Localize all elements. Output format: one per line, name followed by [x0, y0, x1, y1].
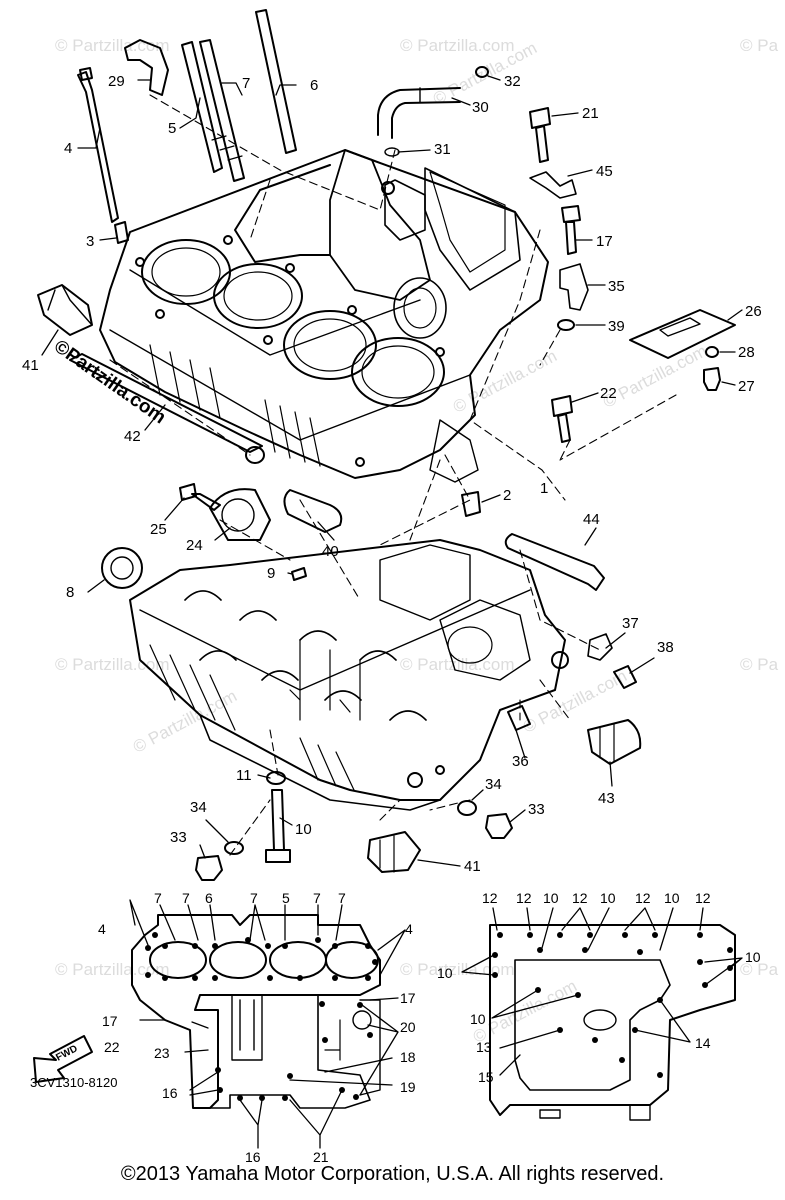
upper-crankcase — [99, 149, 549, 483]
part-label: 5 — [168, 120, 176, 137]
part-label: 7 — [154, 890, 162, 906]
part-label: 21 — [582, 105, 599, 122]
part-label: 21 — [313, 1149, 329, 1165]
part-labels: 1 2 3 4 5 6 7 8 9 10 11 34 33 41 34 33 3… — [22, 73, 762, 1165]
upper-case-top-view — [131, 914, 381, 1109]
part-label: 28 — [738, 344, 755, 361]
part-label: 1 — [540, 480, 548, 497]
part-label: 12 — [482, 890, 498, 906]
part-label: 30 — [472, 99, 489, 116]
part-label: 4 — [405, 921, 413, 937]
part-label: 34 — [485, 776, 502, 793]
copyright-notice: ©2013 Yamaha Motor Corporation, U.S.A. A… — [120, 1163, 665, 1185]
part-label: 17 — [102, 1013, 118, 1029]
part-label: 35 — [608, 278, 625, 295]
part-label: 45 — [596, 163, 613, 180]
part-label: 41 — [22, 357, 39, 374]
part-label: 7 — [182, 890, 190, 906]
part-label: 39 — [608, 318, 625, 335]
part-label: 29 — [108, 73, 125, 90]
stud-bolts — [77, 9, 297, 244]
part-label: 4 — [64, 140, 72, 157]
part-label: 9 — [267, 565, 275, 582]
part-label: 10 — [543, 890, 559, 906]
part-label: 25 — [150, 521, 167, 538]
part-label: 22 — [104, 1039, 120, 1055]
part-label: 38 — [657, 639, 674, 656]
fwd-arrow-icon: FWD — [33, 1035, 93, 1083]
part-label: 40 — [322, 543, 339, 560]
diagram-code: 3CV1310-8120 — [30, 1075, 118, 1090]
part-label: 8 — [66, 584, 74, 601]
lower-case-bottom-view — [489, 924, 736, 1121]
lower-crankcase — [129, 539, 569, 811]
part-label: 27 — [738, 378, 755, 395]
part-label: 17 — [596, 233, 613, 250]
part-label: 33 — [528, 801, 545, 818]
part-label: 10 — [295, 821, 312, 838]
guide-lines — [109, 94, 677, 856]
part-label: 14 — [695, 1035, 711, 1051]
part-label: 16 — [162, 1085, 178, 1101]
part-label: 18 — [400, 1049, 416, 1065]
leader-lines — [41, 75, 743, 1149]
part-label: 12 — [572, 890, 588, 906]
part-label: 6 — [205, 890, 213, 906]
part-label: 34 — [190, 799, 207, 816]
small-parts — [37, 39, 736, 881]
part-label: 15 — [478, 1069, 494, 1085]
part-label: 36 — [512, 753, 529, 770]
watermark-text: © Partzilla.com — [55, 960, 170, 979]
part-label: 32 — [504, 73, 521, 90]
part-label: 12 — [516, 890, 532, 906]
part-label: 5 — [282, 890, 290, 906]
watermark-text: © Pa — [740, 655, 779, 674]
part-label: 12 — [695, 890, 711, 906]
watermark-text: © Pa — [740, 36, 779, 55]
part-label: 17 — [400, 990, 416, 1006]
part-label: 7 — [242, 75, 250, 92]
watermark-text: © Pa — [740, 960, 779, 979]
part-label: 41 — [464, 858, 481, 875]
part-label: 26 — [745, 303, 762, 320]
part-label: 10 — [470, 1011, 486, 1027]
part-label: 7 — [313, 890, 321, 906]
part-label: 6 — [310, 77, 318, 94]
part-label: 7 — [250, 890, 258, 906]
part-label: 10 — [600, 890, 616, 906]
part-label: 43 — [598, 790, 615, 807]
part-label: 4 — [98, 921, 106, 937]
part-label: 10 — [745, 949, 761, 965]
part-label: 11 — [236, 767, 252, 784]
part-label: 37 — [622, 615, 639, 632]
watermark-text: © Partzilla.com — [400, 655, 515, 674]
part-label: 7 — [338, 890, 346, 906]
part-label: 23 — [154, 1045, 170, 1061]
part-label: 33 — [170, 829, 187, 846]
part-label: 42 — [124, 428, 141, 445]
part-label: 24 — [186, 537, 203, 554]
part-label: 3 — [86, 233, 94, 250]
part-label: 31 — [434, 141, 451, 158]
part-label: 20 — [400, 1019, 416, 1035]
part-label: 22 — [600, 385, 617, 402]
watermark-text: © Partzilla.com — [400, 36, 515, 55]
part-label: 44 — [583, 511, 600, 528]
part-label: 2 — [503, 487, 511, 504]
part-label: 12 — [635, 890, 651, 906]
part-label: 19 — [400, 1079, 416, 1095]
part-label: 13 — [476, 1039, 492, 1055]
part-label: 10 — [437, 965, 453, 981]
part-label: 16 — [245, 1149, 261, 1165]
part-label: 10 — [664, 890, 680, 906]
